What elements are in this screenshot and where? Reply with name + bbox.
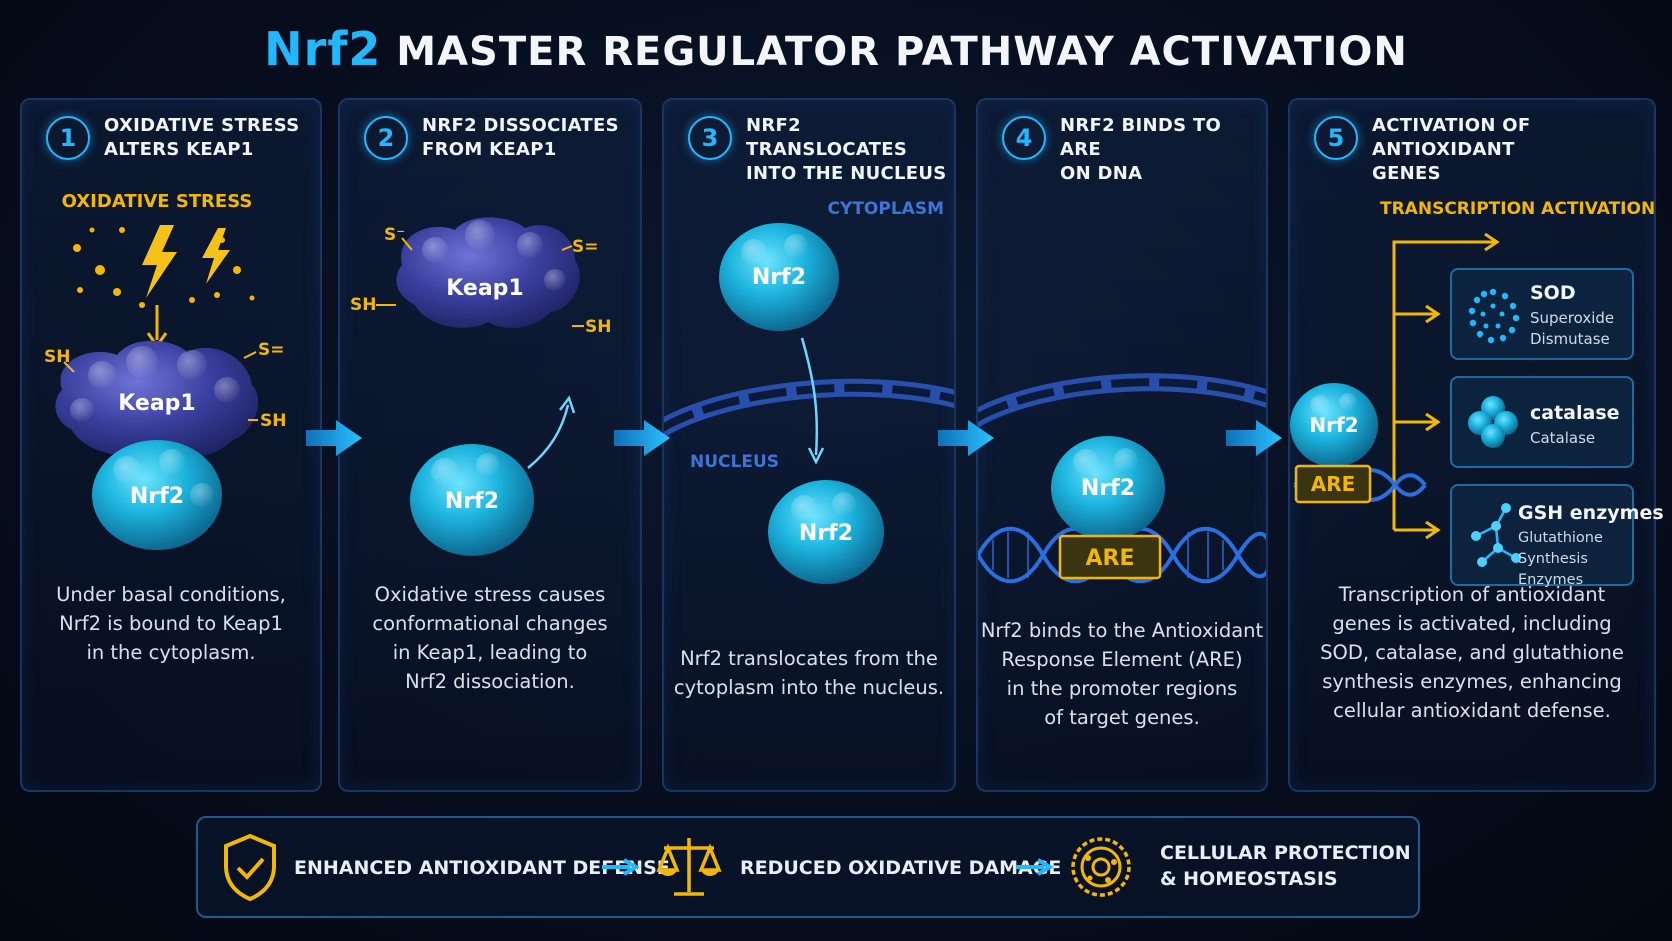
step-header: 1 OXIDATIVE STRESS ALTERS KEAP1: [46, 114, 314, 174]
molecule-network-icon: [1471, 503, 1521, 567]
step-4-illustration: Nrf2 ARE: [978, 373, 1266, 584]
are-label: ARE: [1311, 472, 1356, 496]
gene-box-sod: SOD Superoxide Dismutase: [1450, 268, 1634, 360]
nrf2-protein: Nrf2: [410, 444, 534, 556]
nrf2-label: Nrf2: [130, 484, 184, 509]
outcome-text: ENHANCED ANTIOXIDANT DEFENSE: [294, 857, 670, 879]
lightning-bolt-icon-small: [202, 228, 230, 284]
sh-label: SH: [44, 347, 70, 367]
nrf2-label: Nrf2: [1081, 476, 1135, 501]
step-title: ACTIVATION OF ANTIOXIDANT GENES: [1372, 115, 1531, 184]
keap1-label: Keap1: [446, 276, 523, 301]
step-description: Nrf2 translocates from the cytoplasm int…: [673, 647, 945, 699]
step-5-illustration: TRANSCRIPTION ACTIVATION Nrf2 ARE: [1290, 199, 1654, 540]
step-title: NRF2 DISSOCIATES FROM KEAP1: [422, 115, 619, 160]
nrf2-protein: Nrf2: [92, 440, 222, 550]
step-panel-1: 1 OXIDATIVE STRESS ALTERS KEAP1 OXIDATIV…: [20, 98, 322, 792]
outcome-text: REDUCED OXIDATIVE DAMAGE: [740, 857, 1062, 879]
gene-box-catalase: catalase Catalase: [1450, 376, 1634, 468]
title-rest: MASTER REGULATOR PATHWAY ACTIVATION: [396, 29, 1408, 75]
step-panel-2: 2 NRF2 DISSOCIATES FROM KEAP1 Keap1 S⁻ S…: [338, 98, 642, 792]
catalase-cluster-icon: [1468, 396, 1518, 448]
outcome-text: CELLULAR PROTECTION & HOMEOSTASIS: [1160, 842, 1411, 890]
arrow-right-icon: [1016, 858, 1054, 876]
step-number: 3: [688, 116, 732, 160]
cell-icon: [1071, 837, 1131, 897]
gene-subtitle: Glutathione Synthesis Enzymes: [1518, 530, 1603, 588]
step-number: 2: [364, 116, 408, 160]
nrf2-protein: Nrf2: [1051, 436, 1165, 540]
flow-arrow-icon: [614, 420, 670, 456]
title-accent: Nrf2: [264, 22, 382, 76]
step-description: Oxidative stress causes conformational c…: [372, 583, 608, 693]
sod-ring-icon: [1468, 288, 1520, 344]
are-box: [1294, 464, 1372, 504]
arrow-right-icon: [602, 858, 640, 876]
gene-name: catalase: [1530, 402, 1620, 424]
step-3-illustration: CYTOPLASM Nrf2 NUCLEUS Nrf2: [664, 199, 954, 584]
keap1-protein: Keap1: [55, 340, 259, 458]
step-header: 5 ACTIVATION OF ANTIOXIDANT GENES: [1314, 114, 1648, 184]
step-panel-5: 5 ACTIVATION OF ANTIOXIDANT GENES TRANSC…: [1288, 98, 1656, 792]
step-number: 4: [1002, 116, 1046, 160]
lightning-bolt-icon: [142, 225, 177, 298]
flow-arrow-icon: [306, 420, 362, 456]
s-eq-label: S=: [572, 237, 599, 257]
step-title: NRF2 BINDS TO ARE ON DNA: [1060, 115, 1222, 184]
nrf2-label: Nrf2: [752, 265, 806, 290]
gene-subtitle: Superoxide Dismutase: [1530, 309, 1615, 348]
ros-particles-icon: [73, 227, 255, 308]
step-2-illustration: Keap1 S⁻ S= SH SH Nrf2: [350, 217, 611, 556]
s-eq-label: S=: [258, 340, 285, 360]
keap1-protein: Keap1: [396, 217, 580, 328]
step-number: 5: [1314, 116, 1358, 160]
step-header: 2 NRF2 DISSOCIATES FROM KEAP1: [364, 114, 634, 174]
step-number: 1: [46, 116, 90, 160]
nrf2-protein-cytoplasm: Nrf2: [719, 223, 839, 331]
keap1-label: Keap1: [118, 391, 195, 416]
nucleus-label: NUCLEUS: [690, 452, 779, 472]
step-panel-4: 4 NRF2 BINDS TO ARE ON DNA Nrf2 ARE Nrf2…: [976, 98, 1268, 792]
step-description: Nrf2 binds to the Antioxidant Response E…: [980, 619, 1264, 729]
step-description: Transcription of antioxidant genes is ac…: [1320, 583, 1624, 722]
nrf2-protein: Nrf2: [1290, 383, 1378, 467]
translocation-arrow-icon: [800, 337, 819, 456]
page-title: Nrf2 MASTER REGULATOR PATHWAY ACTIVATION: [0, 22, 1672, 76]
shield-check-icon: [224, 833, 276, 902]
s-minus-label: S⁻: [384, 225, 405, 245]
nrf2-label: Nrf2: [1309, 413, 1358, 437]
nrf2-label: Nrf2: [799, 521, 853, 546]
balance-scale-icon: [656, 838, 722, 896]
nrf2-label: Nrf2: [445, 489, 499, 514]
step-header: 4 NRF2 BINDS TO ARE ON DNA: [1002, 114, 1260, 184]
outcome-banner: ENHANCED ANTIOXIDANT DEFENSE REDUCED OXI…: [196, 816, 1420, 918]
sh-label-right: SH: [260, 411, 286, 431]
flow-arrow-icon: [938, 420, 994, 456]
step-title: NRF2 TRANSLOCATES INTO THE NUCLEUS: [746, 115, 947, 184]
are-label: ARE: [1086, 546, 1135, 571]
nrf2-protein-nucleus: Nrf2: [768, 480, 884, 584]
transcription-activation-label: TRANSCRIPTION ACTIVATION: [1380, 199, 1654, 219]
gene-name: SOD: [1530, 282, 1576, 304]
cytoplasm-label: CYTOPLASM: [828, 199, 944, 219]
step-title: OXIDATIVE STRESS ALTERS KEAP1: [104, 115, 300, 160]
sh-label-right: SH: [585, 317, 611, 337]
step-header: 3 NRF2 TRANSLOCATES INTO THE NUCLEUS: [688, 114, 948, 184]
gene-name: GSH enzymes: [1518, 502, 1664, 524]
oxidative-stress-label: OXIDATIVE STRESS: [62, 191, 253, 212]
gene-subtitle: Catalase: [1530, 429, 1596, 447]
transcription-branch-arrows: [1392, 232, 1500, 540]
flow-arrow-icon: [1226, 420, 1282, 456]
step-description: Under basal conditions, Nrf2 is bound to…: [56, 583, 286, 664]
step-1-illustration: OXIDATIVE STRESS Keap1 SH S= SH: [44, 191, 286, 550]
gene-box-gsh: GSH enzymes Glutathione Synthesis Enzyme…: [1450, 484, 1664, 588]
step-panel-3: 3 NRF2 TRANSLOCATES INTO THE NUCLEUS CYT…: [662, 98, 956, 792]
are-box: [1058, 534, 1162, 580]
sh-label: SH: [350, 295, 376, 315]
dissociation-arrow-icon: [527, 404, 570, 469]
